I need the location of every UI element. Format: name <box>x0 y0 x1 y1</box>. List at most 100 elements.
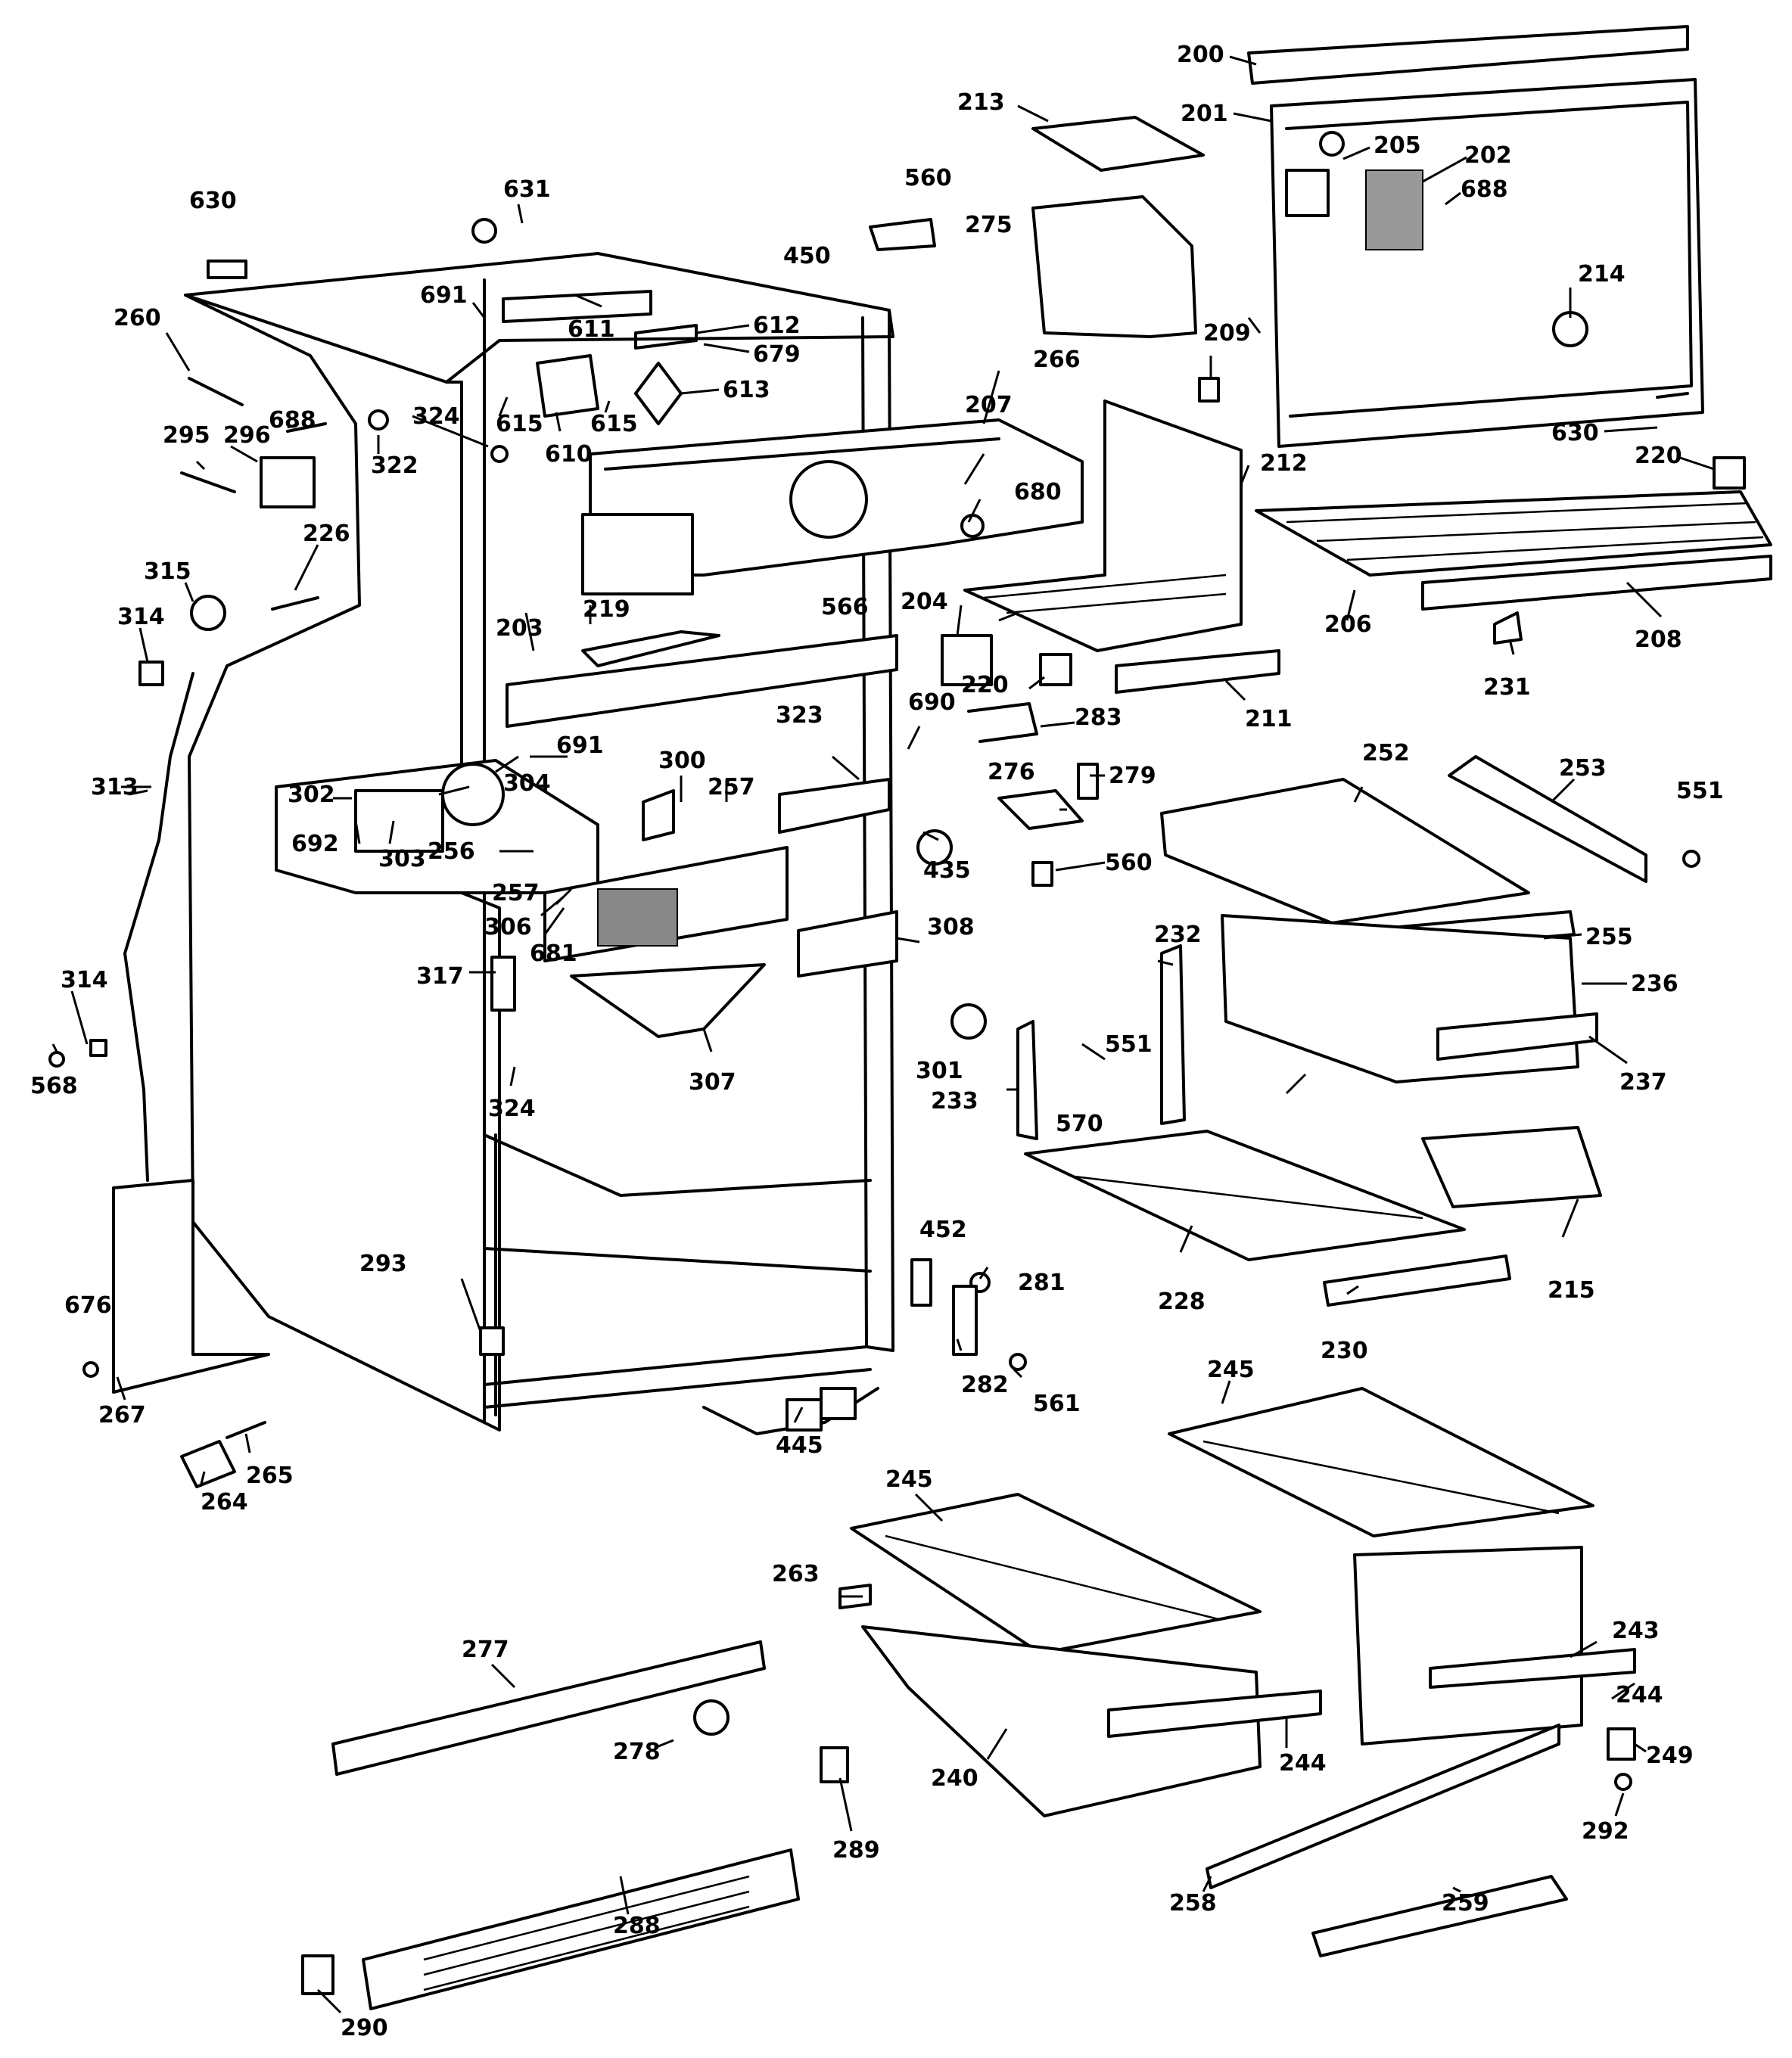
label-252: 252 <box>1362 740 1410 766</box>
label-679: 679 <box>753 341 801 368</box>
part-labels: 200 201 205 202 688 214 630 220 213 560 … <box>30 42 1724 2041</box>
label-279: 279 <box>1109 763 1156 789</box>
label-257b: 257 <box>492 880 540 906</box>
label-245a: 245 <box>885 1466 933 1493</box>
label-236: 236 <box>1631 971 1678 997</box>
label-610: 610 <box>545 441 593 468</box>
label-249: 249 <box>1646 1742 1694 1769</box>
label-257: 257 <box>708 774 755 801</box>
label-244: 244 <box>1616 1682 1663 1708</box>
label-302: 302 <box>288 782 335 808</box>
label-306: 306 <box>484 914 532 940</box>
label-214: 214 <box>1578 261 1626 288</box>
label-324: 324 <box>412 403 460 430</box>
wire-shelf-212-211 <box>963 399 1280 694</box>
label-308: 308 <box>927 914 975 940</box>
crisper-assembly <box>838 1387 1636 1957</box>
label-226: 226 <box>303 521 350 547</box>
label-267: 267 <box>98 1402 146 1428</box>
label-240: 240 <box>931 1765 978 1792</box>
evaporator-cover-207 <box>581 418 1084 595</box>
shelf-228-rails <box>910 944 1602 1371</box>
label-612: 612 <box>753 312 801 339</box>
label-207: 207 <box>965 392 1013 418</box>
label-231: 231 <box>1483 674 1531 701</box>
label-220b: 220 <box>961 672 1009 698</box>
label-200: 200 <box>1177 42 1224 68</box>
label-452: 452 <box>919 1217 967 1243</box>
label-676: 676 <box>64 1292 112 1319</box>
label-244b: 244 <box>1279 1750 1327 1777</box>
label-568: 568 <box>30 1073 78 1099</box>
label-233: 233 <box>931 1088 978 1114</box>
left-loose-parts <box>48 218 879 1488</box>
label-691b: 691 <box>556 732 604 759</box>
label-213: 213 <box>957 89 1005 116</box>
label-253: 253 <box>1559 755 1607 782</box>
control-assembly <box>354 763 987 1040</box>
label-560: 560 <box>904 165 952 191</box>
label-215: 215 <box>1548 1277 1595 1304</box>
brackets-611-612 <box>502 290 698 350</box>
label-551b: 551 <box>1105 1031 1153 1058</box>
label-688b: 688 <box>269 407 316 434</box>
label-278: 278 <box>613 1739 661 1765</box>
label-560b: 560 <box>1105 850 1153 876</box>
label-296: 296 <box>223 422 271 449</box>
label-314: 314 <box>117 604 165 630</box>
label-307: 307 <box>689 1069 736 1096</box>
label-293: 293 <box>359 1251 407 1277</box>
label-450: 450 <box>783 243 831 269</box>
label-551: 551 <box>1676 778 1724 804</box>
label-561: 561 <box>1033 1391 1081 1417</box>
label-203: 203 <box>496 615 543 642</box>
label-611: 611 <box>568 316 615 343</box>
leader-lines <box>51 55 1715 2014</box>
label-206: 206 <box>1324 611 1372 638</box>
label-688: 688 <box>1461 176 1508 203</box>
label-263: 263 <box>772 1561 820 1587</box>
label-275: 275 <box>965 212 1013 238</box>
label-276: 276 <box>988 759 1035 785</box>
shelf-252-drawer-236 <box>1160 755 1700 1083</box>
label-265: 265 <box>246 1463 294 1489</box>
label-256: 256 <box>428 838 475 865</box>
label-301: 301 <box>916 1058 963 1084</box>
label-680: 680 <box>1014 479 1062 505</box>
label-259: 259 <box>1442 1890 1489 1917</box>
label-230: 230 <box>1321 1338 1368 1364</box>
label-232: 232 <box>1154 922 1202 948</box>
label-258: 258 <box>1169 1890 1217 1917</box>
label-300: 300 <box>658 748 706 774</box>
label-281: 281 <box>1018 1270 1066 1296</box>
freezer-door-panel-201 <box>1247 25 1704 448</box>
label-212: 212 <box>1260 450 1308 477</box>
label-209: 209 <box>1203 320 1251 347</box>
label-204: 204 <box>901 589 948 615</box>
ice-tray-213-and-bucket-266 <box>869 116 1205 338</box>
label-237: 237 <box>1619 1069 1667 1096</box>
heater-219-and-channel-203 <box>506 630 898 728</box>
label-317: 317 <box>416 963 464 990</box>
label-692: 692 <box>291 831 339 857</box>
label-295: 295 <box>163 422 210 449</box>
label-313: 313 <box>91 774 138 801</box>
label-322: 322 <box>371 452 418 479</box>
label-202: 202 <box>1464 142 1512 169</box>
label-201: 201 <box>1181 101 1228 127</box>
label-304: 304 <box>503 770 551 797</box>
wire-shelf-206-208 <box>1255 456 1772 645</box>
label-245: 245 <box>1207 1357 1255 1383</box>
label-435: 435 <box>923 857 971 884</box>
label-292: 292 <box>1582 1818 1629 1845</box>
label-283: 283 <box>1075 704 1122 731</box>
label-445: 445 <box>776 1432 823 1459</box>
label-570: 570 <box>1056 1111 1103 1137</box>
label-219: 219 <box>583 596 630 623</box>
label-303: 303 <box>378 846 426 872</box>
label-289: 289 <box>832 1837 880 1864</box>
label-681: 681 <box>530 940 577 967</box>
label-324b: 324 <box>488 1096 536 1122</box>
label-323: 323 <box>776 702 823 729</box>
